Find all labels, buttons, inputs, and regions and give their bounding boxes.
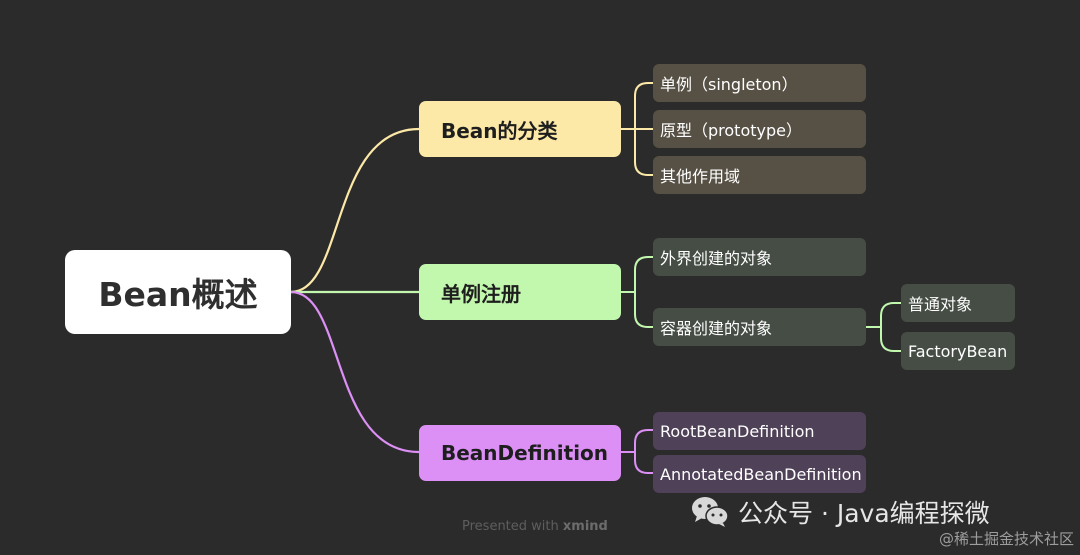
subtopic-plain-object[interactable]: 普通对象 bbox=[901, 284, 1015, 322]
subtopic-external-objects[interactable]: 外界创建的对象 bbox=[653, 238, 866, 276]
juejin-watermark: @稀土掘金技术社区 bbox=[938, 530, 1074, 548]
root-topic[interactable]: Bean概述 bbox=[65, 250, 291, 334]
presented-with-label: Presented with xmind bbox=[462, 519, 608, 534]
wechat-icon bbox=[692, 497, 729, 527]
connector-root-to-classification bbox=[290, 127, 420, 294]
connector-registry-bracket bbox=[621, 256, 653, 328]
topic-singleton-registry[interactable]: 单例注册 bbox=[419, 264, 621, 320]
wechat-account-watermark: 公众号 · Java编程探微 bbox=[690, 494, 990, 530]
subtopic-factory-bean[interactable]: FactoryBean bbox=[901, 332, 1015, 370]
connector-root-to-beandefinition bbox=[290, 290, 420, 454]
subtopic-annotated-bean-definition[interactable]: AnnotatedBeanDefinition bbox=[653, 455, 866, 493]
subtopic-root-bean-definition[interactable]: RootBeanDefinition bbox=[653, 412, 866, 450]
connector-beandefinition-bracket bbox=[621, 429, 653, 474]
subtopic-prototype[interactable]: 原型（prototype） bbox=[653, 110, 866, 148]
connector-container-bracket bbox=[866, 302, 901, 352]
wechat-text: 公众号 · Java编程探微 bbox=[738, 499, 990, 528]
topic-bean-classification[interactable]: Bean的分类 bbox=[419, 101, 621, 157]
topic-bean-definition[interactable]: BeanDefinition bbox=[419, 425, 621, 481]
subtopic-singleton[interactable]: 单例（singleton） bbox=[653, 64, 866, 102]
subtopic-container-objects[interactable]: 容器创建的对象 bbox=[653, 308, 866, 346]
connector-classification-bracket bbox=[621, 82, 653, 176]
presented-prefix: Presented with bbox=[462, 519, 559, 534]
xmind-brand: xmind bbox=[562, 519, 608, 534]
subtopic-other-scopes[interactable]: 其他作用域 bbox=[653, 156, 866, 194]
